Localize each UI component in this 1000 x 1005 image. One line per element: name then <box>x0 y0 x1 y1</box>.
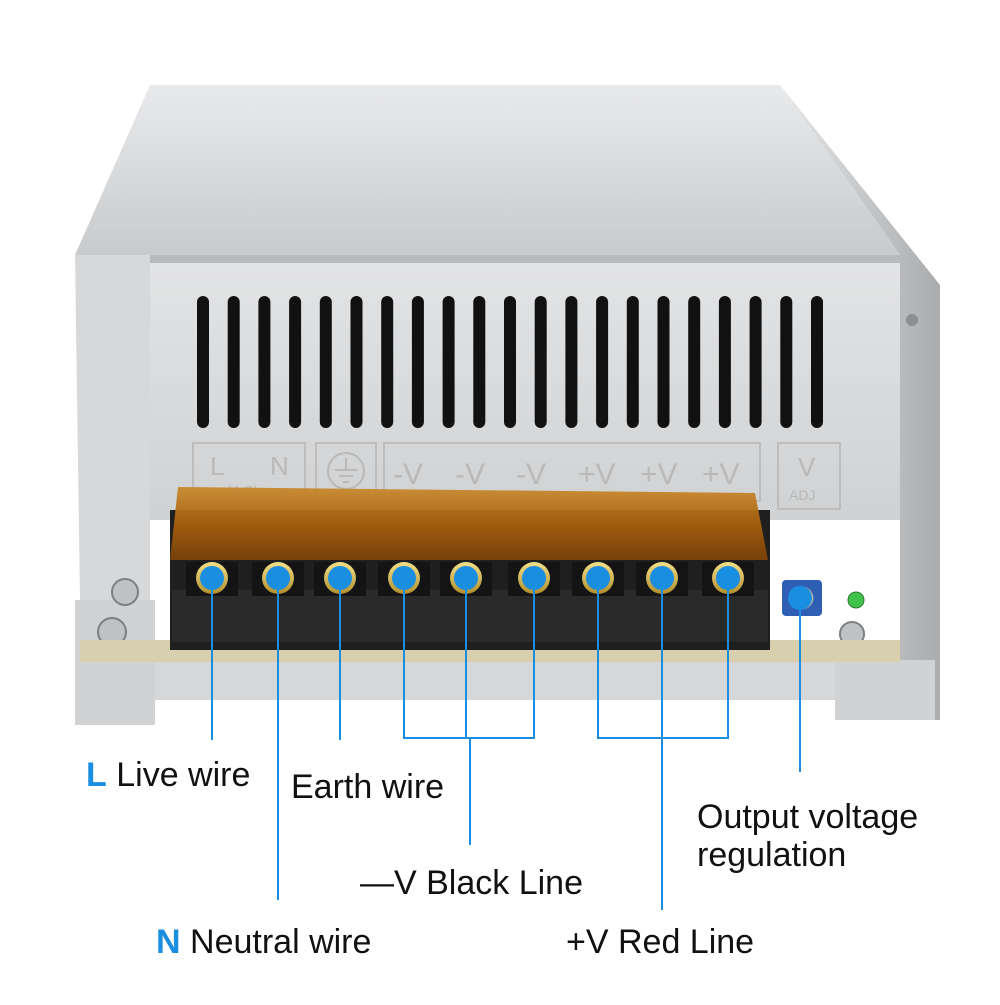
right-mount-foot <box>835 660 935 720</box>
callout-red-text: +V Red Line <box>566 923 755 961</box>
terminal-marker <box>586 566 610 590</box>
housing-side <box>780 85 940 720</box>
terminal-marker <box>328 566 352 590</box>
adj-label-box <box>777 442 841 510</box>
callout-black-line: —V Black Line <box>360 866 583 900</box>
callout-live-wire: L Live wire <box>86 758 250 792</box>
terminal-marker <box>650 566 674 590</box>
panel-label-l: L <box>210 451 224 481</box>
vent-slot <box>811 296 823 428</box>
vent-slot <box>780 296 793 428</box>
vent-slot <box>749 296 762 428</box>
callout-black-text: —V Black Line <box>360 864 583 902</box>
callout-live-text: Live wire <box>116 756 251 794</box>
vent-slot <box>626 296 639 428</box>
callout-regulation-line2: regulation <box>697 836 847 874</box>
front-panel-edge <box>150 255 900 263</box>
vent-slot <box>473 296 486 428</box>
callout-neutral-wire: N Neutral wire <box>156 925 371 959</box>
terminal-cover <box>170 487 768 560</box>
vent-slot <box>688 296 701 428</box>
terminal-marker <box>716 566 740 590</box>
vent-slots <box>197 296 823 428</box>
panel-label-n: N <box>270 451 289 481</box>
vent-slot <box>596 296 609 428</box>
housing-top <box>75 85 900 255</box>
callout-regulation-line1: Output voltage <box>697 798 919 836</box>
side-screw-hole <box>906 314 918 326</box>
vent-slot <box>258 296 271 428</box>
leader-lines <box>211 578 801 910</box>
vent-slot <box>319 296 332 428</box>
panel-label-minus-v-1: -V <box>393 458 423 491</box>
panel-label-plus-v-2: +V <box>640 458 678 491</box>
vent-slot <box>442 296 455 428</box>
vent-slot <box>504 296 516 428</box>
callout-neutral-text: Neutral wire <box>190 923 372 961</box>
vent-slot <box>718 296 731 428</box>
vent-slot <box>565 296 578 428</box>
vent-slot <box>657 296 670 428</box>
vent-slot <box>411 296 424 428</box>
panel-label-adj: ADJ <box>789 487 815 503</box>
terminal-markers <box>200 566 812 610</box>
left-mount-foot <box>75 600 155 725</box>
vent-slot <box>227 296 240 428</box>
terminal-marker <box>392 566 416 590</box>
housing-left-wall <box>75 255 150 600</box>
vent-slot <box>289 296 302 428</box>
callout-earth-text: Earth wire <box>291 768 445 806</box>
vent-slot <box>381 296 394 428</box>
callout-live-key: L <box>86 756 107 794</box>
terminal-marker <box>266 566 290 590</box>
terminal-marker <box>200 566 224 590</box>
panel-label-minus-v-2: -V <box>455 458 485 491</box>
terminal-marker <box>522 566 546 590</box>
terminal-marker <box>454 566 478 590</box>
left-mount-screw-1 <box>111 578 139 606</box>
panel-label-minus-v-3: -V <box>516 458 546 491</box>
callout-red-line: +V Red Line <box>566 925 754 959</box>
front-panel <box>150 255 900 520</box>
terminal-block-ribs <box>172 590 768 642</box>
adj-marker <box>788 586 812 610</box>
callout-neutral-key: N <box>156 923 181 961</box>
callout-output-voltage-regulation: Output voltage regulation <box>697 798 918 874</box>
vent-slot <box>197 296 209 428</box>
led-indicator <box>847 591 865 609</box>
panel-label-v: V <box>798 452 816 482</box>
callout-earth-wire: Earth wire <box>291 770 444 804</box>
vent-slot <box>534 296 547 428</box>
panel-label-plus-v-3: +V <box>702 458 740 491</box>
panel-label-plus-v-1: +V <box>578 458 616 491</box>
vent-slot <box>350 296 363 428</box>
